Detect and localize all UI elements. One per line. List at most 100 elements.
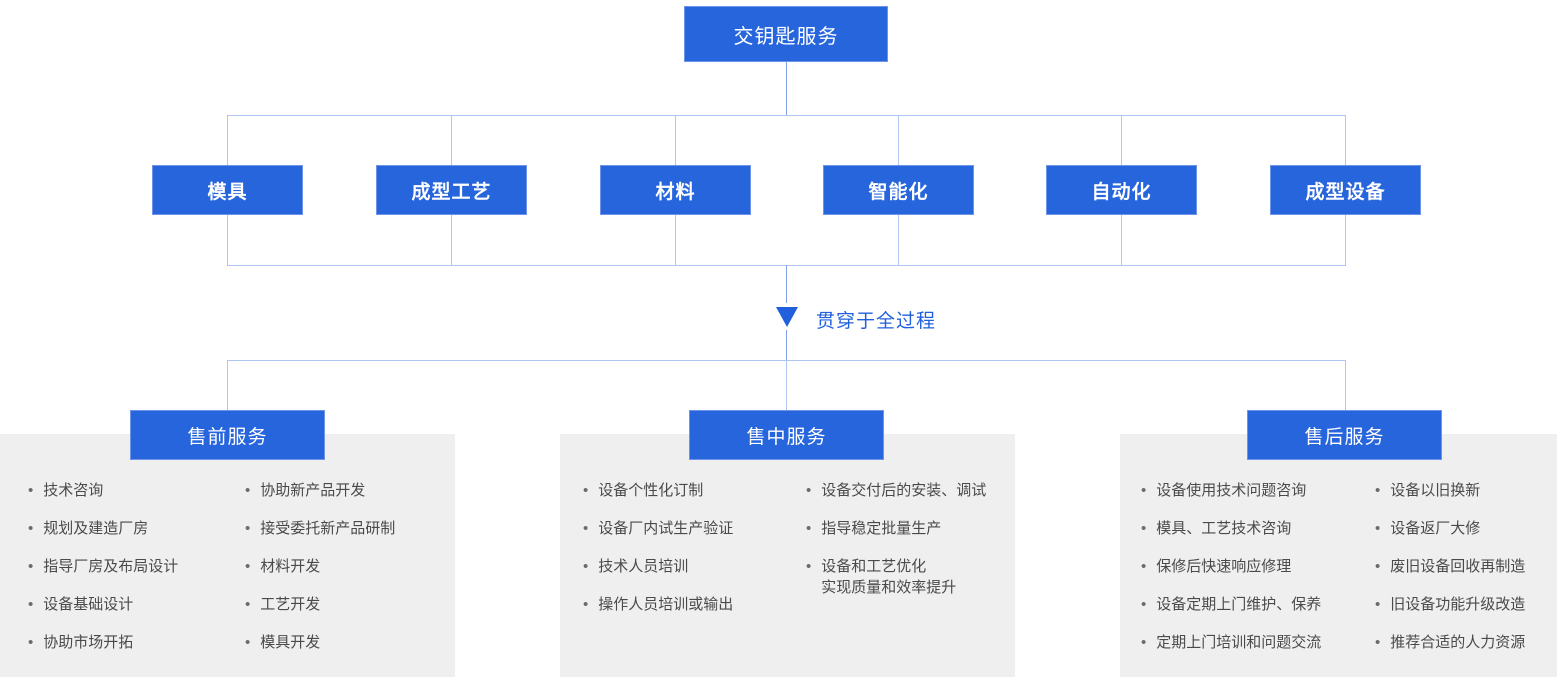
bullet-icon: •	[28, 596, 34, 613]
list-item-text: 技术咨询	[43, 482, 104, 499]
bullet-icon: •	[1141, 482, 1147, 499]
list-item-text: 设备个性化订制	[598, 482, 704, 499]
bullet-icon: •	[1141, 558, 1147, 575]
connector-center-stem-lower	[786, 330, 787, 360]
list-item: • 推荐合适的人力资源	[1375, 632, 1525, 653]
bullet-icon: •	[1375, 634, 1381, 651]
list-item-text: 设备以旧换新	[1390, 482, 1481, 499]
connector-section-drop-right	[1345, 360, 1346, 412]
bullet-icon: •	[1141, 634, 1147, 651]
pre-sales-list-col2: • 协助新产品开发 • 接受委托新产品研制 • 材料开发 • 工艺开发 • 模具开发	[245, 480, 395, 670]
list-item: • 设备以旧换新	[1375, 480, 1525, 501]
connector-branch-rail-top	[227, 115, 1346, 116]
branch-node-material: 材料	[600, 165, 751, 215]
list-item: • 设备厂内试生产验证	[583, 518, 733, 539]
bullet-icon: •	[806, 558, 812, 575]
list-item: • 旧设备功能升级改造	[1375, 594, 1525, 615]
bullet-icon: •	[245, 634, 251, 651]
connector-center-stem-upper	[786, 265, 787, 303]
list-item: • 设备个性化订制	[583, 480, 733, 501]
mid-sales-list-col1: • 设备个性化订制 • 设备厂内试生产验证 • 技术人员培训 • 操作人员培训或输出	[583, 480, 733, 632]
list-item-text: 设备厂内试生产验证	[598, 520, 734, 537]
list-item: • 工艺开发	[245, 594, 395, 615]
list-item-text: 定期上门培训和问题交流	[1156, 634, 1322, 651]
bullet-icon: •	[583, 482, 589, 499]
branch-node-molding-equipment: 成型设备	[1270, 165, 1421, 215]
bullet-icon: •	[1375, 558, 1381, 575]
pre-sales-list-col1: • 技术咨询 • 规划及建造厂房 • 指导厂房及布局设计 • 设备基础设计 • 协助市场开拓	[28, 480, 178, 670]
after-sales-list-col1: • 设备使用技术问题咨询 • 模具、工艺技术咨询 • 保修后快速响应修理 • 设备定期上门维护…	[1141, 480, 1321, 670]
bullet-icon: •	[245, 482, 251, 499]
list-item-text: 设备返厂大修	[1390, 520, 1481, 537]
list-item-text: 推荐合适的人力资源	[1390, 634, 1526, 651]
list-item: • 协助市场开拓	[28, 632, 178, 653]
list-item: • 操作人员培训或输出	[583, 594, 733, 615]
panel-mid-sales	[560, 434, 1015, 677]
list-item: • 设备基础设计	[28, 594, 178, 615]
list-item: • 废旧设备回收再制造	[1375, 556, 1525, 577]
list-item-text: 指导厂房及布局设计	[43, 558, 179, 575]
bullet-icon: •	[583, 558, 589, 575]
list-item-text: 指导稳定批量生产	[821, 520, 942, 537]
list-item-text: 协助新产品开发	[260, 482, 366, 499]
list-item-text: 旧设备功能升级改造	[1390, 596, 1526, 613]
bullet-icon: •	[806, 520, 812, 537]
list-item: • 指导稳定批量生产	[806, 518, 986, 539]
list-item-text: 设备交付后的安装、调试	[821, 482, 987, 499]
bullet-icon: •	[1141, 520, 1147, 537]
list-item: • 设备使用技术问题咨询	[1141, 480, 1321, 501]
list-item-text: 设备定期上门维护、保养	[1156, 596, 1322, 613]
bullet-icon: •	[28, 558, 34, 575]
bullet-icon: •	[1375, 482, 1381, 499]
list-item-text: 规划及建造厂房	[43, 520, 149, 537]
list-item-text: 设备使用技术问题咨询	[1156, 482, 1307, 499]
list-item-text: 材料开发	[260, 558, 321, 575]
bullet-icon: •	[806, 482, 812, 499]
list-item: • 设备和工艺优化 实现质量和效率提升	[806, 556, 986, 598]
list-item: • 设备定期上门维护、保养	[1141, 594, 1321, 615]
section-header-after-sales: 售后服务	[1247, 410, 1442, 460]
list-item-text: 协助市场开拓	[43, 634, 134, 651]
list-item: • 指导厂房及布局设计	[28, 556, 178, 577]
bullet-icon: •	[245, 520, 251, 537]
list-item: • 定期上门培训和问题交流	[1141, 632, 1321, 653]
list-item-text: 模具、工艺技术咨询	[1156, 520, 1292, 537]
list-item: • 接受委托新产品研制	[245, 518, 395, 539]
list-item-text: 保修后快速响应修理	[1156, 558, 1292, 575]
process-note-label: 贯穿于全过程	[816, 311, 937, 332]
bullet-icon: •	[245, 558, 251, 575]
bullet-icon: •	[1375, 520, 1381, 537]
list-item: • 材料开发	[245, 556, 395, 577]
list-item-text: 设备和工艺优化 实现质量和效率提升	[821, 558, 957, 596]
list-item-text: 工艺开发	[260, 596, 321, 613]
bullet-icon: •	[583, 596, 589, 613]
bullet-icon: •	[1141, 596, 1147, 613]
bullet-icon: •	[245, 596, 251, 613]
list-item-text: 接受委托新产品研制	[260, 520, 396, 537]
connector-section-drop-left	[227, 360, 228, 412]
mid-sales-list-col2: • 设备交付后的安装、调试 • 指导稳定批量生产 • 设备和工艺优化 实现质量和效率提升	[806, 480, 986, 615]
list-item-text: 操作人员培训或输出	[598, 596, 734, 613]
bullet-icon: •	[28, 634, 34, 651]
list-item-text: 废旧设备回收再制造	[1390, 558, 1526, 575]
branch-node-molding-process: 成型工艺	[376, 165, 527, 215]
section-header-mid-sales: 售中服务	[689, 410, 884, 460]
list-item: • 设备返厂大修	[1375, 518, 1525, 539]
list-item: • 技术咨询	[28, 480, 178, 501]
list-item: • 保修后快速响应修理	[1141, 556, 1321, 577]
list-item: • 规划及建造厂房	[28, 518, 178, 539]
list-item: • 技术人员培训	[583, 556, 733, 577]
bullet-icon: •	[28, 482, 34, 499]
after-sales-list-col2: • 设备以旧换新 • 设备返厂大修 • 废旧设备回收再制造 • 旧设备功能升级改造 • 推荐合适的…	[1375, 480, 1525, 670]
list-item-text: 设备基础设计	[43, 596, 134, 613]
panel-after-sales	[1120, 434, 1557, 677]
list-item-text: 技术人员培训	[598, 558, 689, 575]
root-node-turnkey-service: 交钥匙服务	[684, 6, 888, 62]
bullet-icon: •	[583, 520, 589, 537]
connector-root-stem	[786, 62, 787, 115]
bullet-icon: •	[1375, 596, 1381, 613]
list-item-text: 模具开发	[260, 634, 321, 651]
list-item: • 协助新产品开发	[245, 480, 395, 501]
bullet-icon: •	[28, 520, 34, 537]
